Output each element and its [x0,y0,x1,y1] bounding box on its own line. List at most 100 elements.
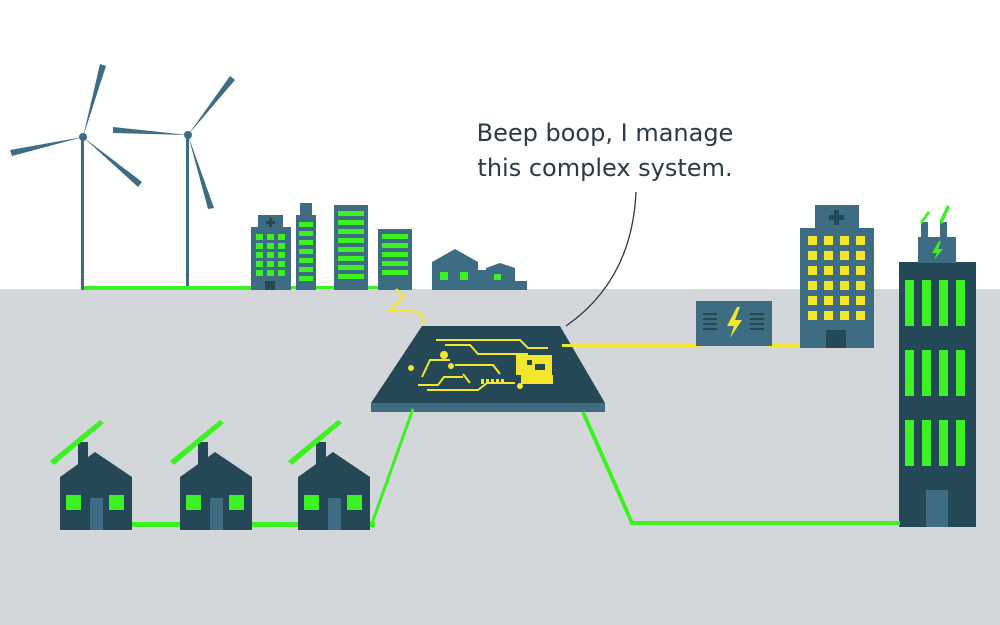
house-body [180,452,252,530]
window [922,350,931,396]
window [278,270,285,276]
window [338,256,364,261]
wind-turbine-icon [113,76,235,290]
window [382,243,408,248]
board-to-substation-link [562,344,702,347]
substation-to-hospital-link [768,344,803,347]
solar-panel [170,420,224,465]
office-tower [296,203,316,290]
window [808,296,817,305]
window [856,266,865,275]
chimney [198,442,208,466]
window [856,296,865,305]
window [299,240,313,245]
window [299,249,313,254]
window [824,251,833,260]
window [256,261,263,267]
city-to-board-link [387,288,426,326]
window [939,350,948,396]
window [109,495,124,510]
window [922,420,931,466]
window [278,234,285,240]
window [304,495,319,510]
solar-house-icon [170,420,252,530]
window [840,296,849,305]
window [229,495,244,510]
house-body [298,452,370,530]
office-tower [378,229,412,290]
window [338,238,364,243]
window [824,311,833,320]
window [256,270,263,276]
window [299,276,313,281]
door [210,498,223,530]
window [299,267,313,272]
window [840,251,849,260]
wind-turbine-icon [10,64,142,290]
window [267,252,274,258]
circuit-board-icon [371,326,605,412]
window [905,280,914,326]
window [840,266,849,275]
window [956,350,965,396]
window [939,280,948,326]
factory-icon [899,205,976,527]
city-power-line [250,286,390,289]
window [808,251,817,260]
window [278,243,285,249]
chimney [316,442,326,466]
window [824,236,833,245]
window [856,251,865,260]
window [278,252,285,258]
office-tower [334,205,368,290]
window [256,243,263,249]
window [186,495,201,510]
window [267,243,274,249]
substation-icon [696,301,772,346]
window [856,236,865,245]
window [808,311,817,320]
solar-panel [50,420,104,465]
speech-bubble-line: Beep boop, I manage [476,119,734,147]
window [824,266,833,275]
window [840,311,849,320]
window [824,281,833,290]
solar-house-icon [50,420,132,530]
window [922,280,931,326]
window [338,220,364,225]
window [338,211,364,216]
window [338,274,364,279]
window [382,261,408,266]
hospital-icon [251,215,291,290]
window [256,252,263,258]
window [267,234,274,240]
house-row-line [130,522,375,527]
speech-bubble-line: this complex system. [477,154,733,182]
window [338,247,364,252]
warehouse [432,249,527,290]
window [299,258,313,263]
solar-house-icon [288,420,370,530]
speech-bubble: Beep boop, I manage this complex system. [440,116,770,186]
window [256,234,263,240]
window [905,420,914,466]
solar-panel [288,420,342,465]
window [278,261,285,267]
window [939,420,948,466]
window [840,236,849,245]
lightning-icon [932,241,943,260]
board-to-factory-link [581,411,900,525]
window [299,222,313,227]
window [338,265,364,270]
window [840,281,849,290]
chimney [78,442,88,466]
hospital-icon [800,205,874,348]
window [824,296,833,305]
window [299,231,313,236]
window [267,270,274,276]
window [956,420,965,466]
door [90,498,103,530]
lightning-icon [727,307,742,338]
window [905,350,914,396]
